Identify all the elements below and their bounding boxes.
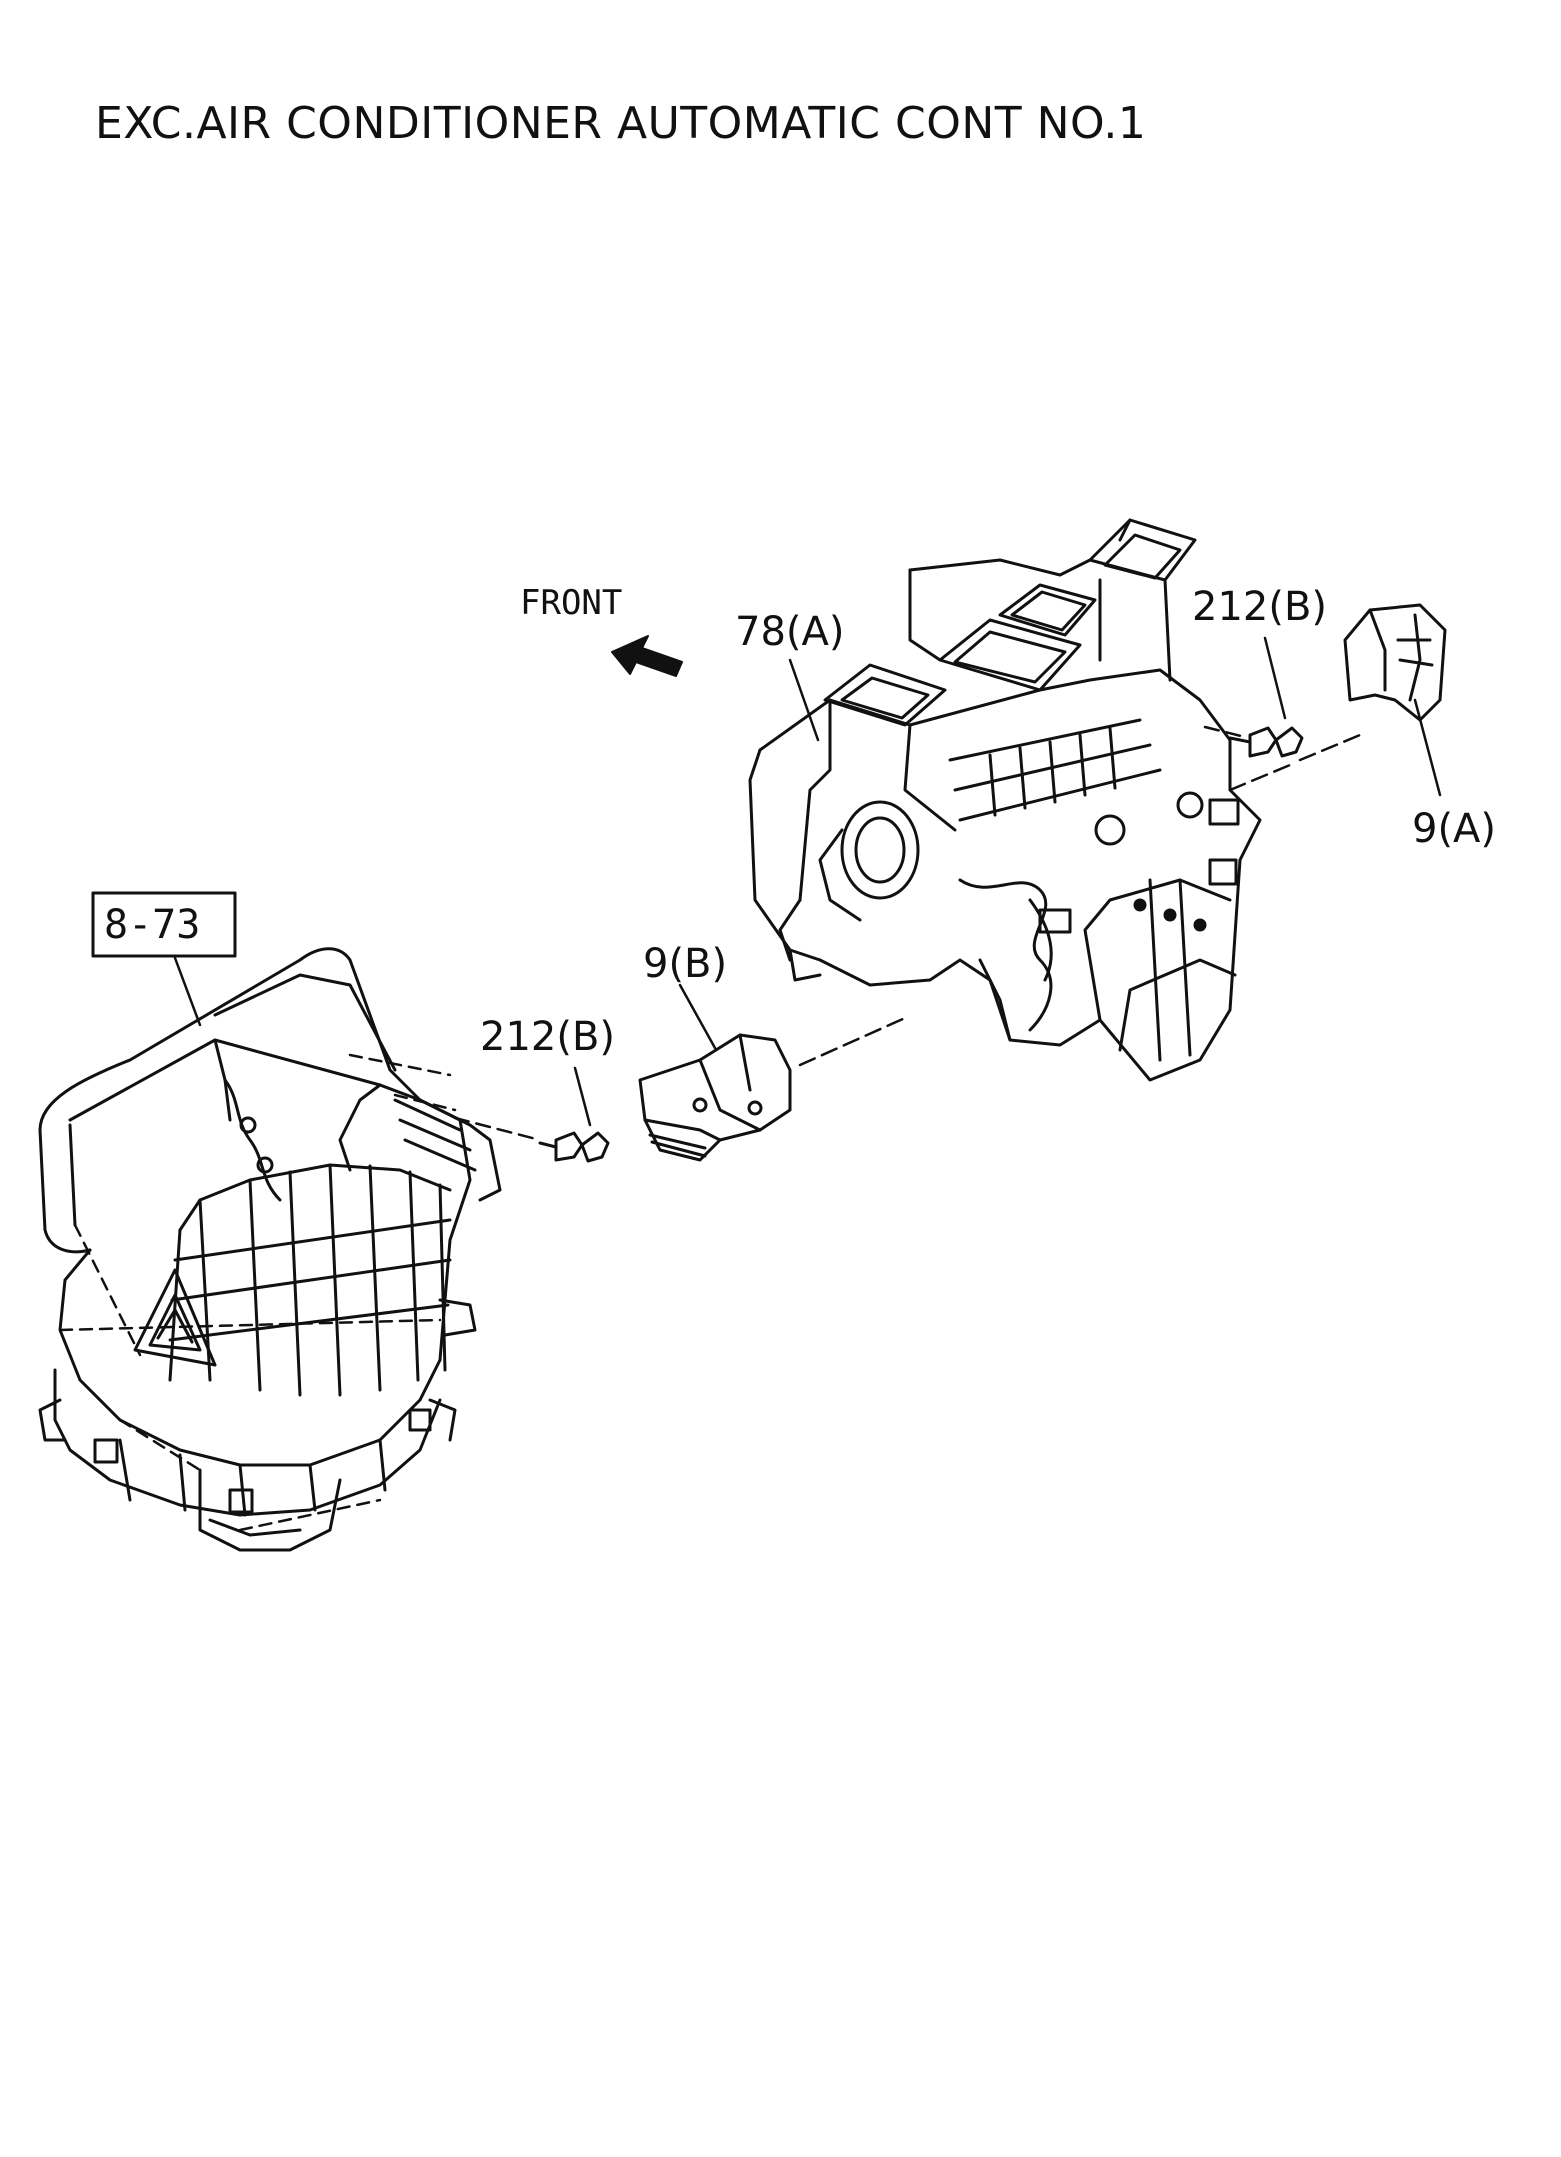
callout-78a: 78(A) <box>735 609 844 655</box>
bolt-icon <box>1228 726 1304 758</box>
callout-9b: 9(B) <box>643 941 727 987</box>
front-arrow-icon <box>611 635 683 677</box>
front-label: FRONT <box>520 583 622 623</box>
page-title: EXC.AIR CONDITIONER AUTOMATIC CONT NO.1 <box>95 98 1147 149</box>
bracket-9a <box>1343 603 1447 722</box>
blower-unit <box>38 947 502 1552</box>
bolt-icon <box>538 1131 610 1163</box>
ref-box-label: 8-73 <box>104 902 200 948</box>
heater-unit-78a <box>748 518 1262 1082</box>
callout-212b-right: 212(B) <box>1192 584 1327 630</box>
bracket-9b <box>638 1033 792 1162</box>
callout-9a: 9(A) <box>1412 806 1496 852</box>
callout-212b-left: 212(B) <box>480 1014 615 1060</box>
ref-box-8-73: 8-73 <box>91 891 237 958</box>
